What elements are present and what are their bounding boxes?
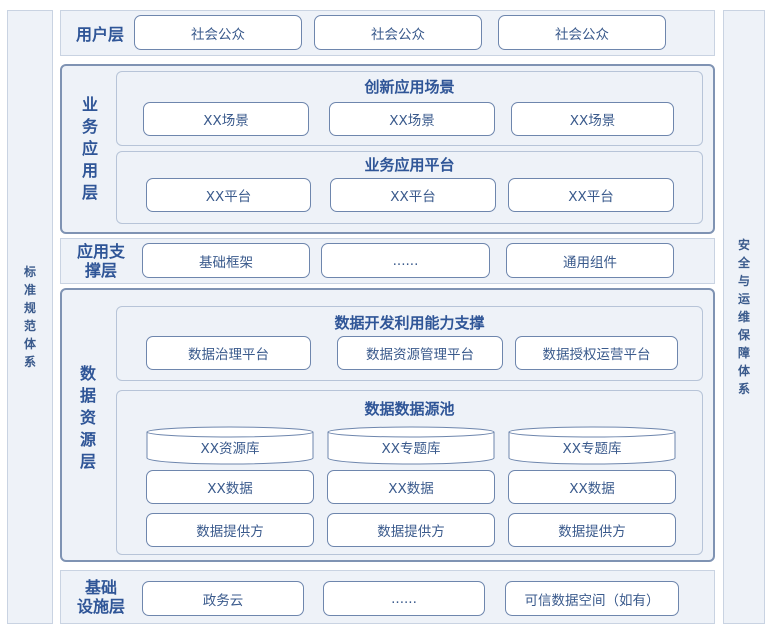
sidebar-char: 范 [23, 319, 36, 333]
data-provider-box: 数据提供方 [146, 513, 314, 547]
database-label: XX资源库 [200, 441, 260, 457]
support-layer-title: 应用支 撑层 [76, 242, 125, 280]
database-icon [146, 426, 314, 465]
platform-box: XX平台 [330, 178, 496, 212]
infrastructure-box: ...... [323, 581, 485, 616]
infrastructure-layer: 基础 设施层 政务云 ...... 可信数据空间（如有） [60, 570, 715, 624]
support-box: 基础框架 [142, 243, 310, 278]
sidebar-char: 保 [737, 328, 750, 342]
capability-title: 数据开发利用能力支撑 [334, 313, 485, 332]
support-box: ...... [321, 243, 490, 278]
database-cylinder: XX专题库 [508, 426, 676, 466]
innovation-scenes-panel: 创新应用场景 XX场景 XX场景 XX场景 [116, 71, 703, 146]
platform-box: XX平台 [146, 178, 311, 212]
user-box: 社会公众 [314, 15, 482, 50]
user-layer: 用户层 社会公众 社会公众 社会公众 [60, 10, 715, 56]
scene-box: XX场景 [511, 102, 674, 136]
sidebar-char: 全 [737, 256, 750, 270]
sidebar-char: 准 [23, 283, 36, 297]
database-cylinder: XX专题库 [327, 426, 495, 466]
user-box: 社会公众 [498, 15, 666, 50]
business-layer-title: 业 务 应 用 层 [81, 95, 98, 202]
sidebar-char: 规 [23, 301, 36, 315]
standards-system-sidebar: 标 准 规 范 体 系 [7, 10, 53, 624]
business-platforms-panel: 业务应用平台 XX平台 XX平台 XX平台 [116, 151, 703, 224]
user-layer-title: 用户层 [75, 25, 124, 44]
scene-box: XX场景 [143, 102, 309, 136]
user-box: 社会公众 [134, 15, 302, 50]
security-ops-sidebar: 安 全 与 运 维 保 障 体 系 [723, 10, 765, 624]
sidebar-char: 系 [23, 355, 36, 369]
database-label: XX专题库 [381, 441, 441, 457]
sidebar-char: 体 [737, 364, 750, 378]
business-application-layer: 业 务 应 用 层 创新应用场景 XX场景 XX场景 XX场景 业务应用平台 X… [60, 64, 715, 234]
sidebar-char: 体 [23, 337, 36, 351]
support-box: 通用组件 [506, 243, 674, 278]
platform-box: XX平台 [508, 178, 674, 212]
data-layer-title: 数 据 资 源 层 [79, 363, 96, 471]
scene-box: XX场景 [329, 102, 495, 136]
sidebar-char: 安 [737, 238, 750, 252]
data-item-box: XX数据 [327, 470, 495, 504]
data-source-pool-title: 数据数据源池 [364, 399, 455, 418]
capability-box: 数据治理平台 [146, 336, 311, 370]
capability-panel: 数据开发利用能力支撑 数据治理平台 数据资源管理平台 数据授权运营平台 [116, 306, 703, 381]
business-platforms-title: 业务应用平台 [364, 155, 455, 174]
sidebar-char: 运 [737, 292, 750, 306]
database-icon [508, 426, 676, 465]
data-resources-layer: 数 据 资 源 层 数据开发利用能力支撑 数据治理平台 数据资源管理平台 数据授… [60, 288, 715, 562]
capability-box: 数据资源管理平台 [337, 336, 503, 370]
infrastructure-layer-title: 基础 设施层 [76, 578, 125, 616]
sidebar-char: 标 [23, 265, 36, 279]
capability-box: 数据授权运营平台 [515, 336, 678, 370]
sidebar-char: 障 [737, 346, 750, 360]
data-provider-box: 数据提供方 [508, 513, 676, 547]
data-provider-box: 数据提供方 [327, 513, 495, 547]
sidebar-char: 系 [737, 382, 750, 396]
data-item-box: XX数据 [508, 470, 676, 504]
sidebar-char: 与 [737, 274, 750, 288]
data-source-pool-panel: 数据数据源池 XX资源库 XX专题库 XX专题库 XX数据 XX数据 XX数据 [116, 390, 703, 555]
infrastructure-box: 政务云 [142, 581, 304, 616]
database-label: XX专题库 [562, 441, 622, 457]
database-cylinder: XX资源库 [146, 426, 314, 466]
infrastructure-box: 可信数据空间（如有） [505, 581, 679, 616]
sidebar-char: 维 [737, 310, 750, 324]
application-support-layer: 应用支 撑层 基础框架 ...... 通用组件 [60, 238, 715, 284]
database-icon [327, 426, 495, 465]
data-item-box: XX数据 [146, 470, 314, 504]
innovation-scenes-title: 创新应用场景 [364, 77, 455, 96]
